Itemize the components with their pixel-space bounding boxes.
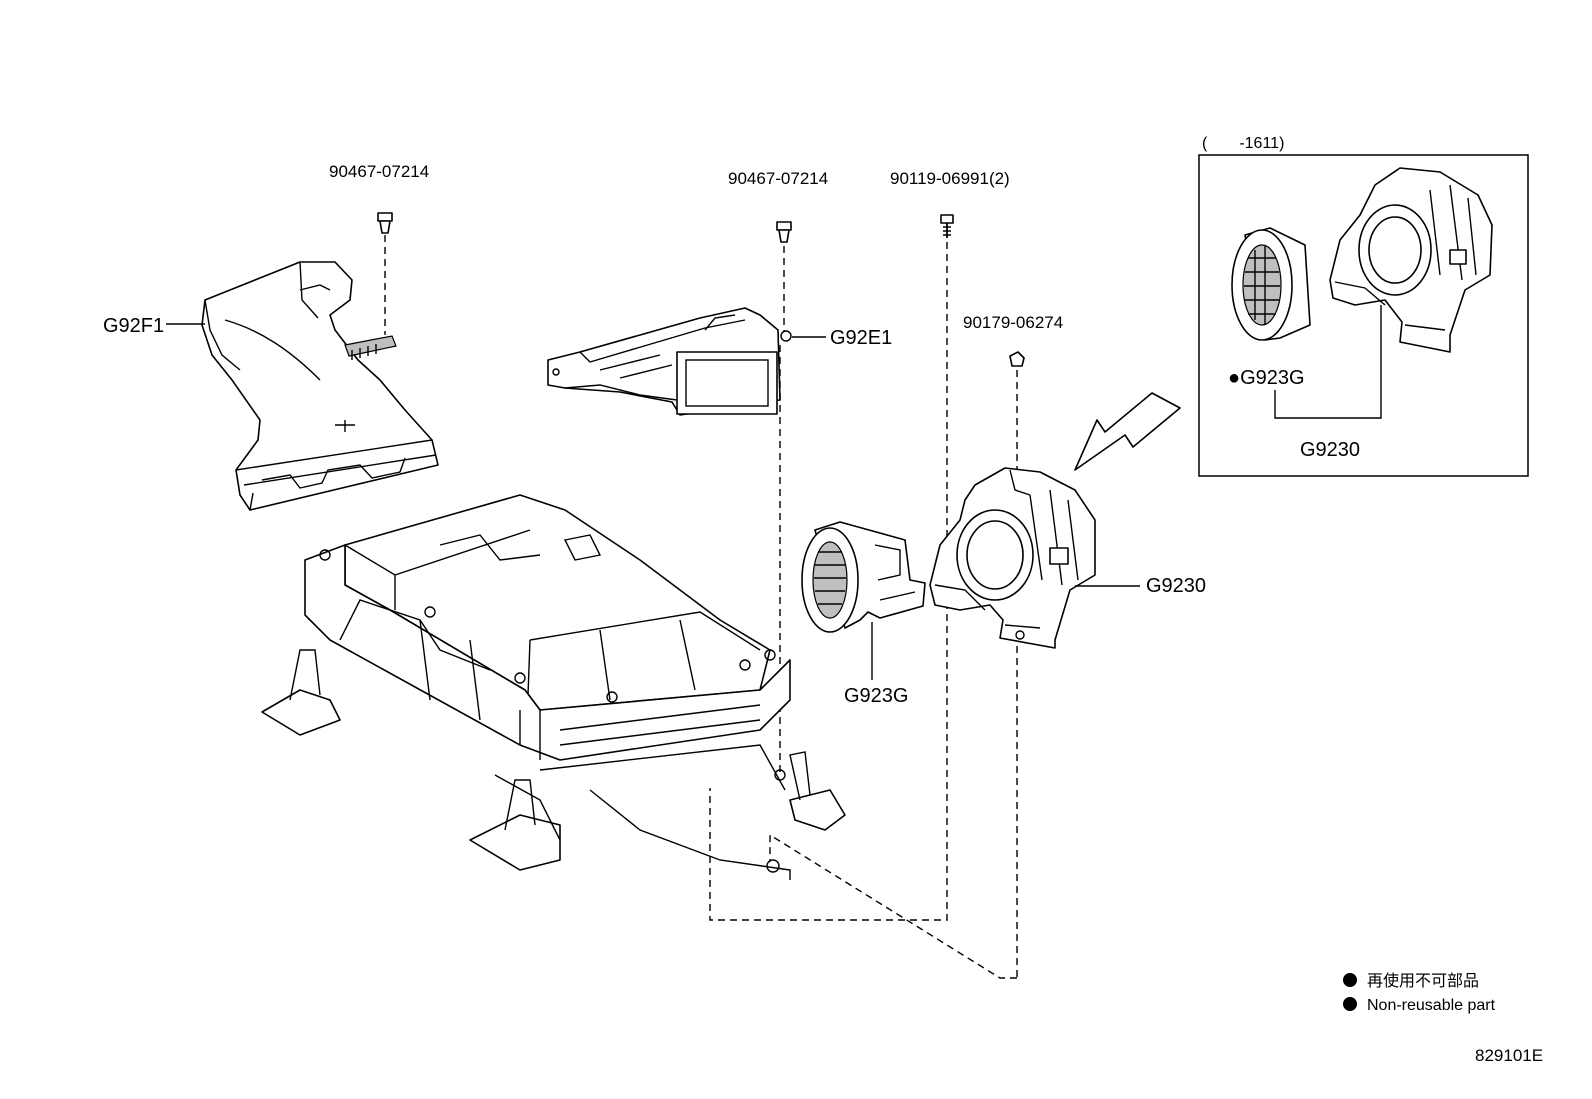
label-g9230: G9230 (1146, 575, 1206, 597)
duct-g92f1-drawing (201, 261, 439, 511)
battery-assembly-drawing (261, 494, 846, 880)
label-g92e1: G92E1 (830, 327, 892, 349)
inset-filter-drawing (1231, 227, 1311, 341)
clip-icon-center (776, 221, 792, 243)
inset-leader-bracket (1274, 305, 1382, 419)
label-g92f1: G92F1 (103, 315, 164, 337)
illustration-code: 829101E (1475, 1046, 1543, 1065)
legend-bullet-2 (1343, 997, 1357, 1011)
nut-icon (1009, 351, 1025, 367)
inset-blower-drawing (1329, 167, 1493, 353)
label-nut: 90179-06274 (963, 313, 1063, 332)
label-screw: 90119-06991(2) (890, 169, 1010, 188)
label-g923g: G923G (844, 685, 908, 707)
leader-nut-bottom (769, 833, 1017, 979)
legend-line-1: 再使用不可部品 (1367, 972, 1479, 990)
label-clip-center: 90467-07214 (728, 169, 828, 188)
blower-g9230-drawing (929, 467, 1096, 649)
inset-label-g9230: G9230 (1300, 439, 1360, 461)
legend-bullet-1 (1343, 973, 1357, 987)
inset-range-label: ( -1611) (1202, 135, 1284, 152)
filter-g923g-drawing (801, 521, 926, 633)
clip-icon-left (377, 212, 393, 234)
label-clip-left: 90467-07214 (329, 162, 429, 181)
inset-label-g923g: ●G923G (1228, 367, 1305, 389)
duct-g92e1-drawing (547, 307, 792, 416)
screw-icon (940, 214, 954, 238)
view-arrow-icon (1074, 392, 1181, 471)
legend-line-2: Non-reusable part (1367, 997, 1496, 1014)
inset-frame (1198, 154, 1529, 477)
